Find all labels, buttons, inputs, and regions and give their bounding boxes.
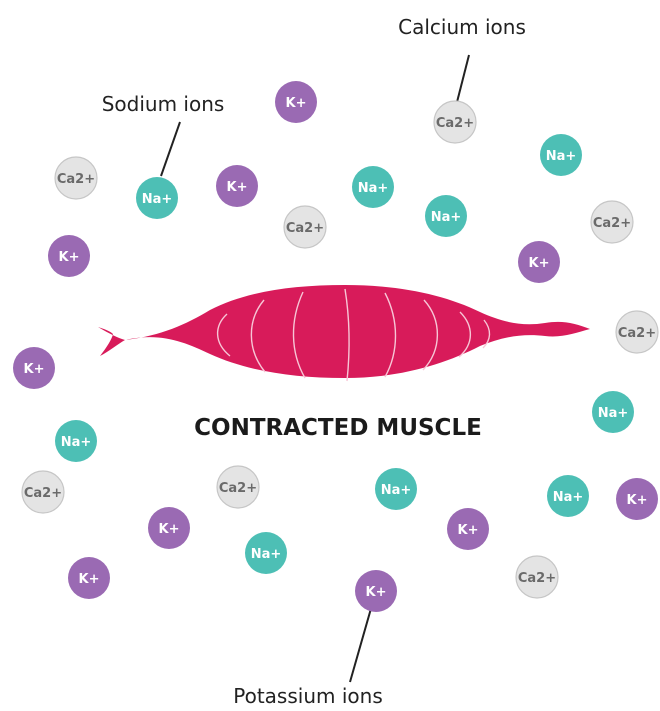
calcium-ion: Ca2+ [434, 101, 476, 143]
diagram-title: CONTRACTED MUSCLE [194, 415, 482, 441]
calcium-ion-label: Ca2+ [518, 571, 556, 586]
calcium-ion: Ca2+ [217, 466, 259, 508]
potassium-ion-label: K+ [159, 522, 180, 537]
calcium-ion: Ca2+ [22, 471, 64, 513]
calcium-ion-label: Ca2+ [286, 221, 324, 236]
calcium-callout-line [456, 55, 469, 106]
sodium-ion: Na+ [547, 475, 589, 517]
potassium-ion: K+ [447, 508, 489, 550]
calcium-ion: Ca2+ [516, 556, 558, 598]
calcium-ion: Ca2+ [591, 201, 633, 243]
sodium-ion: Na+ [375, 468, 417, 510]
potassium-ion-label: K+ [366, 585, 387, 600]
muscle-shape [98, 285, 590, 378]
calcium-ion-label: Ca2+ [24, 486, 62, 501]
sodium-ion: Na+ [592, 391, 634, 433]
potassium-ion: K+ [616, 478, 658, 520]
sodium-ion: Na+ [245, 532, 287, 574]
calcium-callout-label: Calcium ions [398, 15, 526, 39]
sodium-ion-label: Na+ [142, 192, 173, 207]
sodium-callout-label: Sodium ions [102, 92, 225, 116]
sodium-ion-label: Na+ [598, 406, 629, 421]
potassium-ion: K+ [216, 165, 258, 207]
sodium-ion: Na+ [55, 420, 97, 462]
potassium-callout-line [350, 605, 372, 682]
calcium-ion-label: Ca2+ [219, 481, 257, 496]
calcium-ion-label: Ca2+ [57, 172, 95, 187]
potassium-ion-label: K+ [227, 180, 248, 195]
potassium-ion: K+ [48, 235, 90, 277]
calcium-ion: Ca2+ [55, 157, 97, 199]
potassium-ion-label: K+ [24, 362, 45, 377]
sodium-ion-label: Na+ [251, 547, 282, 562]
sodium-ion-label: Na+ [61, 435, 92, 450]
contracted-muscle [98, 285, 590, 381]
sodium-ion-label: Na+ [358, 181, 389, 196]
potassium-ion-label: K+ [627, 493, 648, 508]
potassium-ion: K+ [275, 81, 317, 123]
sodium-ion-label: Na+ [546, 149, 577, 164]
sodium-ion-label: Na+ [381, 483, 412, 498]
potassium-callout-label: Potassium ions [233, 684, 382, 708]
sodium-ion: Na+ [425, 195, 467, 237]
calcium-ion-label: Ca2+ [436, 116, 474, 131]
potassium-ion-label: K+ [529, 256, 550, 271]
potassium-ion: K+ [518, 241, 560, 283]
sodium-callout-line [161, 122, 180, 176]
calcium-ion-label: Ca2+ [593, 216, 631, 231]
sodium-ion-label: Na+ [431, 210, 462, 225]
potassium-ion: K+ [148, 507, 190, 549]
potassium-ion-label: K+ [59, 250, 80, 265]
potassium-ion: K+ [13, 347, 55, 389]
sodium-ion-label: Na+ [553, 490, 584, 505]
sodium-ion: Na+ [136, 177, 178, 219]
potassium-ion-label: K+ [458, 523, 479, 538]
potassium-ion-label: K+ [79, 572, 100, 587]
calcium-ion: Ca2+ [284, 206, 326, 248]
potassium-ion: K+ [355, 570, 397, 612]
calcium-ion: Ca2+ [616, 311, 658, 353]
calcium-ion-label: Ca2+ [618, 326, 656, 341]
sodium-ion: Na+ [352, 166, 394, 208]
sodium-ion: Na+ [540, 134, 582, 176]
potassium-ion-label: K+ [286, 96, 307, 111]
potassium-ion: K+ [68, 557, 110, 599]
